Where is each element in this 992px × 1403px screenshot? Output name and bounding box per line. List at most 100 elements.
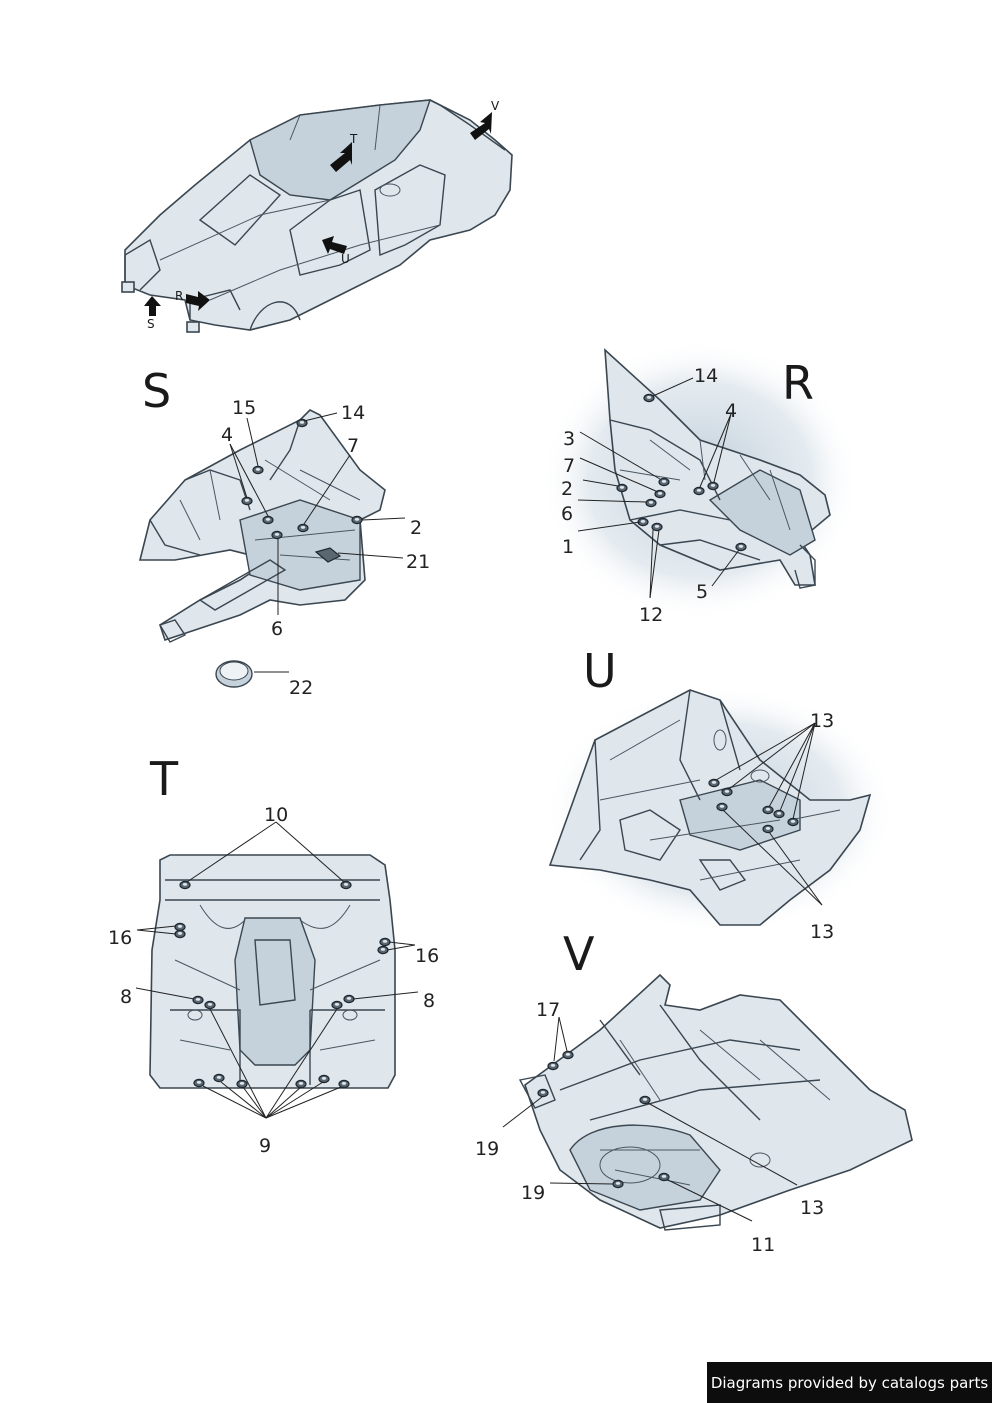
plug-icon bbox=[707, 481, 719, 491]
plug-icon bbox=[193, 1078, 205, 1088]
footer-credit: Diagrams provided by catalogs parts bbox=[707, 1362, 992, 1403]
callout-label: 13 bbox=[800, 1197, 824, 1219]
callout-label: 12 bbox=[639, 604, 663, 626]
plug-icon bbox=[762, 824, 774, 834]
view-s-leaders bbox=[229, 412, 406, 615]
callout-label: 13 bbox=[810, 710, 834, 732]
arrow-r-label: R bbox=[175, 289, 183, 303]
plug-icon bbox=[616, 483, 628, 493]
plug-icon bbox=[643, 393, 655, 403]
arrow-s-label: S bbox=[147, 317, 155, 331]
callout-label: 19 bbox=[521, 1182, 545, 1204]
plug-icon bbox=[204, 1000, 216, 1010]
callout-label: 16 bbox=[415, 945, 439, 967]
view-t-drawing bbox=[149, 854, 396, 1089]
plug-icon bbox=[338, 1079, 350, 1089]
callout-label: 6 bbox=[271, 618, 283, 640]
view-u-leaders bbox=[715, 722, 823, 906]
callout-label: 1 bbox=[562, 536, 574, 558]
plug-icon bbox=[179, 880, 191, 890]
pad-icon bbox=[314, 547, 342, 563]
callout-label: 8 bbox=[423, 990, 435, 1012]
plug-icon bbox=[295, 1079, 307, 1089]
callout-label: 6 bbox=[561, 503, 573, 525]
callout-label: 17 bbox=[536, 999, 560, 1021]
plug-icon bbox=[174, 922, 186, 932]
view-v-label: V bbox=[563, 927, 595, 981]
view-s-label: S bbox=[142, 364, 171, 418]
view-v: V 17 19 19 13 bbox=[475, 927, 913, 1256]
plug-icon bbox=[318, 1074, 330, 1084]
callout-label: 21 bbox=[406, 551, 430, 573]
view-v-leaders bbox=[502, 1016, 798, 1222]
plug-icon bbox=[331, 1000, 343, 1010]
plug-icon bbox=[379, 937, 391, 947]
callout-label: 4 bbox=[725, 400, 737, 422]
callout-label: 2 bbox=[561, 478, 573, 500]
callout-label: 13 bbox=[810, 921, 834, 943]
arrow-u-icon bbox=[322, 236, 347, 254]
plug-icon bbox=[735, 542, 747, 552]
callout-label: 14 bbox=[694, 365, 718, 387]
plug-icon bbox=[537, 1088, 549, 1098]
plug-icon bbox=[343, 994, 355, 1004]
view-s-grommet bbox=[215, 660, 289, 688]
callout-label: 7 bbox=[563, 455, 575, 477]
arrow-r-icon bbox=[186, 291, 210, 311]
callout-label: 4 bbox=[221, 424, 233, 446]
callout-label: 2 bbox=[410, 517, 422, 539]
view-r: R bbox=[540, 340, 860, 626]
view-t-leaders bbox=[135, 821, 419, 1119]
plug-icon bbox=[645, 498, 657, 508]
plug-icon bbox=[192, 995, 204, 1005]
callout-label: 10 bbox=[264, 804, 288, 826]
plug-icon bbox=[236, 1079, 248, 1089]
plug-icon bbox=[547, 1061, 559, 1071]
plug-icon bbox=[658, 477, 670, 487]
plug-icon bbox=[639, 1095, 651, 1105]
arrow-v-label: V bbox=[491, 99, 500, 113]
arrow-s-icon bbox=[144, 296, 161, 316]
overview-body-shell: T V U R S bbox=[121, 99, 513, 333]
callout-label: 5 bbox=[696, 581, 708, 603]
view-u: U 13 13 bbox=[545, 644, 895, 943]
callout-label: 16 bbox=[108, 927, 132, 949]
plug-icon bbox=[174, 929, 186, 939]
view-s-drawing bbox=[138, 409, 386, 643]
view-v-drawing bbox=[518, 973, 913, 1231]
view-s: S bbox=[138, 364, 430, 699]
plug-icon bbox=[351, 515, 363, 525]
callout-label: 7 bbox=[347, 435, 359, 457]
plug-icon bbox=[721, 787, 733, 797]
plug-icon bbox=[716, 802, 728, 812]
callout-label: 15 bbox=[232, 397, 256, 419]
view-t-label: T bbox=[149, 752, 179, 806]
plug-icon bbox=[340, 880, 352, 890]
plug-icon bbox=[241, 496, 253, 506]
view-r-label: R bbox=[782, 356, 814, 410]
callout-label: 19 bbox=[475, 1138, 499, 1160]
plug-icon bbox=[773, 809, 785, 819]
view-t: T bbox=[108, 752, 439, 1157]
callout-label: 3 bbox=[563, 428, 575, 450]
callout-label: 22 bbox=[289, 677, 313, 699]
arrow-u-label: U bbox=[341, 252, 350, 266]
arrow-t-label: T bbox=[349, 132, 358, 146]
plug-icon bbox=[271, 530, 283, 540]
callout-label: 11 bbox=[751, 1234, 775, 1256]
plug-icon bbox=[658, 1172, 670, 1182]
plug-icon bbox=[762, 805, 774, 815]
plug-icon bbox=[377, 945, 389, 955]
view-r-leaders bbox=[577, 377, 740, 599]
plug-icon bbox=[612, 1179, 624, 1189]
footer-credit-text: Diagrams provided by catalogs parts bbox=[710, 1373, 989, 1392]
arrow-t-icon bbox=[330, 142, 352, 172]
callout-label: 14 bbox=[341, 402, 365, 424]
plug-icon bbox=[262, 515, 274, 525]
plug-icon bbox=[693, 486, 705, 496]
plug-icon bbox=[252, 465, 264, 475]
callout-label: 9 bbox=[259, 1135, 271, 1157]
view-u-label: U bbox=[583, 644, 617, 698]
view-s-plugs bbox=[241, 418, 363, 563]
plug-icon bbox=[651, 522, 663, 532]
